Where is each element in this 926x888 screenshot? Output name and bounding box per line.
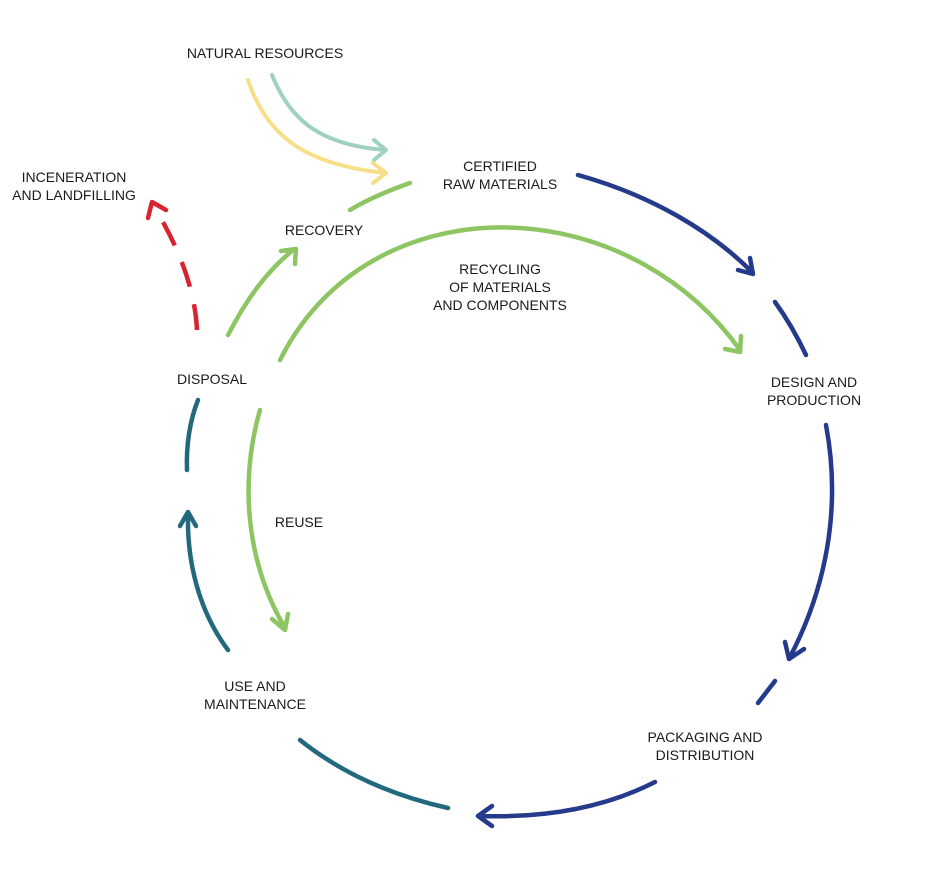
reuse-arc — [246, 407, 288, 631]
recovery-label: RECOVERY — [284, 222, 364, 238]
packaging-distribution-label: PACKAGING AND DISTRIBUTION — [647, 729, 763, 763]
recycling-label: RECYCLING OF MATERIALS AND COMPONENTS — [433, 261, 567, 313]
design-entry-segment — [772, 299, 809, 358]
raw-to-design-arc — [575, 172, 755, 275]
use-to-disposal-arc — [185, 512, 231, 653]
certified-raw-materials-label: CERTIFIED RAW MATERIALS — [442, 158, 558, 192]
packaging-to-use-arrowhead — [475, 803, 495, 829]
use-segment-arc — [297, 737, 451, 811]
resource-inflow-arrow-mint — [270, 73, 387, 152]
packaging-entry-segment — [755, 678, 778, 706]
use-to-disposal-arrowhead — [177, 509, 199, 529]
use-maintenance-label: USE AND MAINTENANCE — [204, 678, 306, 712]
natural-resources-label: NATURAL RESOURCES — [186, 45, 344, 61]
disposal-label: DISPOSAL — [176, 371, 248, 387]
mint-arrowhead — [372, 138, 388, 162]
recovery-arrowhead — [278, 246, 299, 267]
design-production-label: DESIGN AND PRODUCTION — [766, 374, 862, 408]
design-to-packaging-arrowhead — [782, 639, 807, 662]
disposal-entry-segment — [184, 397, 201, 473]
raw-to-design-arrowhead — [735, 255, 756, 277]
incineration-arrowhead — [145, 199, 169, 221]
recovery-to-raw-segment — [347, 180, 413, 213]
reuse-label: REUSE — [274, 514, 324, 530]
design-to-packaging-arc — [787, 422, 835, 660]
yellow-arrowhead — [371, 161, 388, 185]
resource-inflow-arrow-yellow — [246, 78, 387, 175]
recycling-arc — [277, 225, 743, 363]
recycling-arrowhead — [722, 333, 744, 355]
reuse-arrowhead — [269, 611, 291, 633]
packaging-to-use-arc — [477, 779, 658, 819]
incineration-dashed-arrow — [153, 206, 200, 331]
incineration-landfilling-label: INCENERATION AND LANDFILLING — [12, 169, 136, 203]
recovery-arrow — [225, 247, 296, 338]
